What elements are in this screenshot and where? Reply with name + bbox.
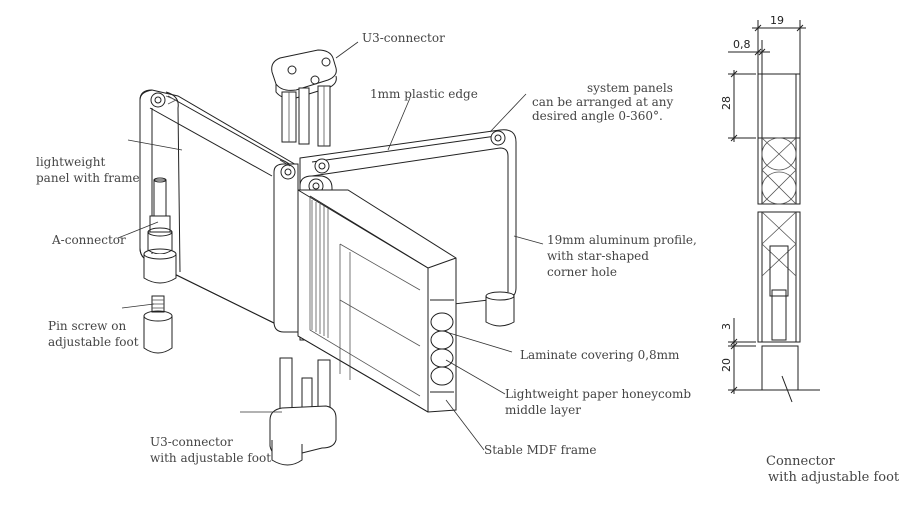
label-laminate: Laminate covering 0,8mm <box>520 348 680 362</box>
label-aluminum-profile-3: corner hole <box>547 265 617 279</box>
u3-connector-foot <box>269 357 337 466</box>
label-plastic-edge: 1mm plastic edge <box>370 87 478 101</box>
label-aluminum-profile-2: with star-shaped <box>547 249 649 263</box>
label-aluminum-profile-1: 19mm aluminum profile, <box>547 233 697 247</box>
dim-3: 3 <box>720 323 733 330</box>
label-pin-screw-1: Pin screw on <box>48 319 126 333</box>
label-honeycomb-2: middle layer <box>505 403 581 417</box>
label-u3-foot-1: U3-connector <box>150 435 233 449</box>
label-lightweight-panel-2: panel with frame <box>36 171 140 185</box>
label-u3-connector-top: U3-connector <box>362 31 445 45</box>
label-a-connector: A-connector <box>51 233 126 247</box>
label-system-panels-2: can be arranged at any <box>532 95 673 109</box>
dim-width: 19 <box>770 14 784 27</box>
connector-section-drawing <box>728 20 820 403</box>
dim-28: 28 <box>720 96 733 110</box>
caption-connector-2: with adjustable foot <box>768 470 900 485</box>
pin-screw-foot <box>143 295 173 354</box>
label-lightweight-panel-1: lightweight <box>36 155 106 169</box>
label-honeycomb-1: Lightweight paper honeycomb <box>505 387 691 401</box>
label-pin-screw-2: adjustable foot <box>48 335 139 349</box>
dim-20: 20 <box>720 358 733 372</box>
u3-connector-top <box>271 49 337 147</box>
front-cutaway-panel <box>297 189 457 413</box>
caption-connector-1: Connector <box>766 454 836 469</box>
a-connector <box>143 177 177 284</box>
dim-edge: 0,8 <box>733 38 751 51</box>
label-mdf-frame: Stable MDF frame <box>484 443 597 457</box>
label-system-panels-3: desired angle 0-360°. <box>532 109 663 123</box>
label-system-panels-1: system panels <box>587 81 673 95</box>
label-u3-foot-2: with adjustable foot <box>150 451 271 465</box>
left-lightweight-panel <box>139 89 299 331</box>
leader-lines <box>117 41 544 451</box>
